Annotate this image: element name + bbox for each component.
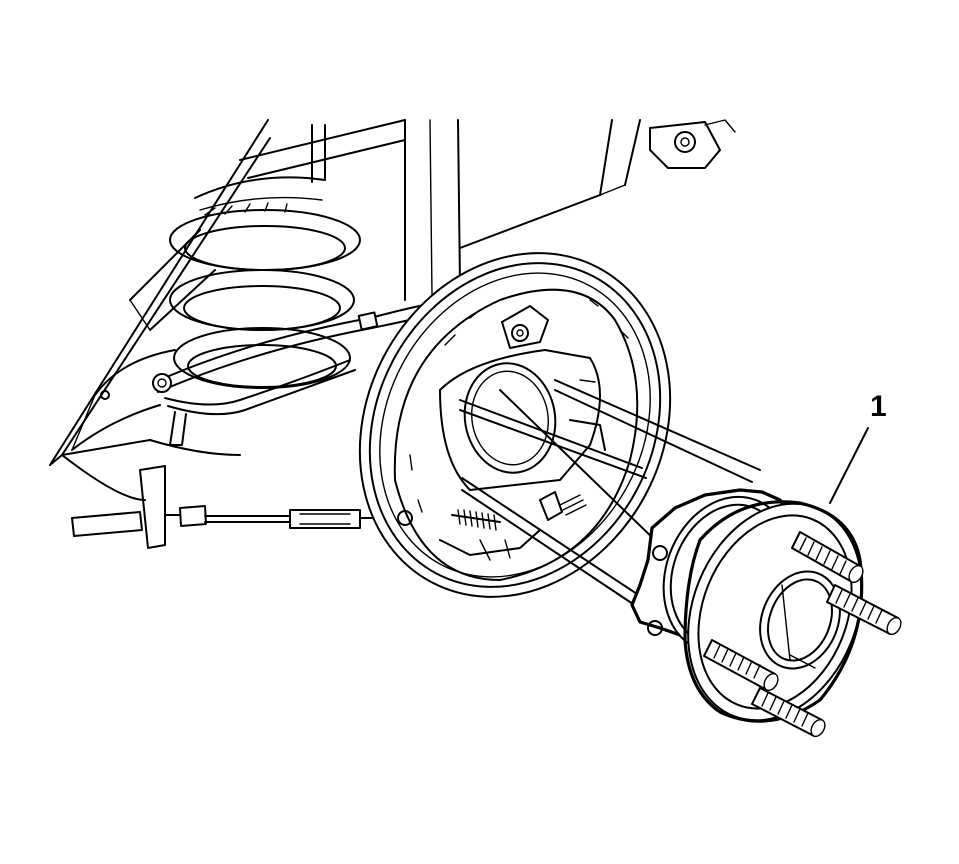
exploded-alignment-lines: [459, 379, 761, 607]
callout-label: 1: [870, 390, 887, 423]
callout-leader-line: [829, 427, 869, 504]
coil-spring: [169, 124, 361, 389]
wheel-stud: [751, 687, 826, 738]
wheel-stud: [826, 584, 902, 636]
wheel-studs: [703, 531, 902, 738]
brake-backing-plate: [358, 252, 672, 598]
wheel-stud: [791, 531, 864, 584]
parking-brake-cable: [61, 439, 376, 549]
wheel-stud: [703, 639, 779, 692]
